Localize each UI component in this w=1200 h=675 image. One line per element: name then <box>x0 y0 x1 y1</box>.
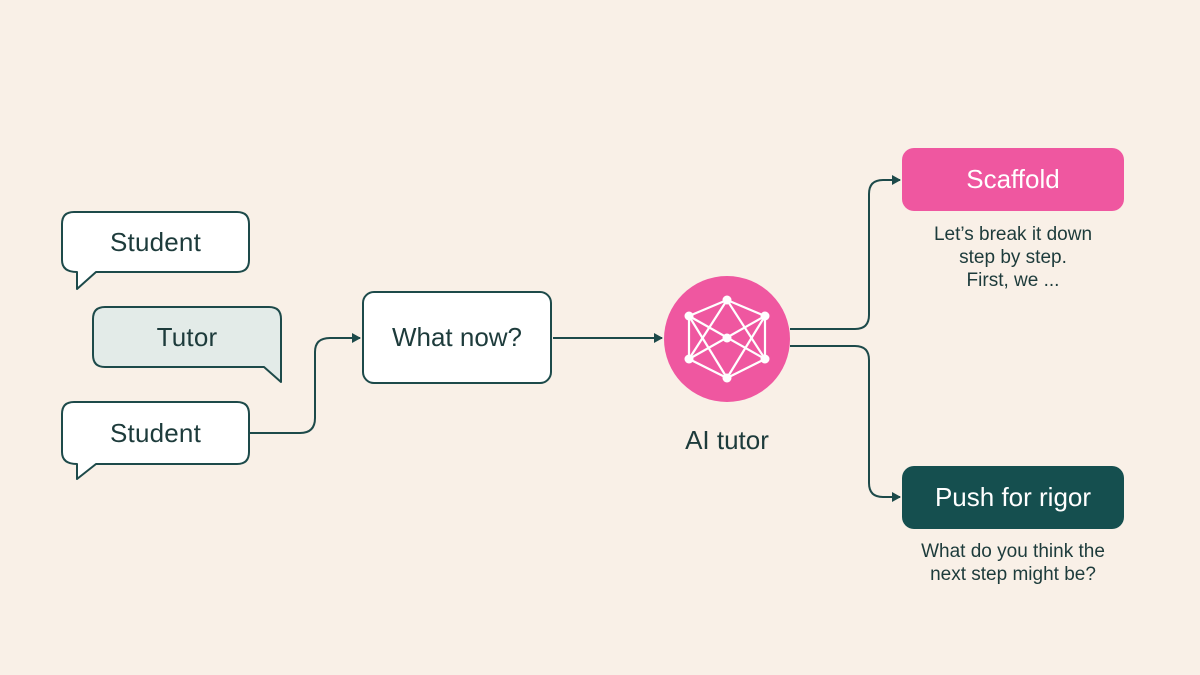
student-bubble-2: Student <box>109 417 202 448</box>
scaffold-caption: Let’s break it down step by step. First,… <box>883 223 1143 292</box>
rigor-caption: What do you think the next step might be… <box>883 540 1143 586</box>
rigor-caption-line: What do you think the <box>921 541 1105 562</box>
tutor-bubble-shape <box>92 306 282 383</box>
scaffold-caption-line: First, we ... <box>966 270 1060 291</box>
rigor-caption-line: next step might be? <box>930 564 1096 585</box>
connector-student-to-query <box>250 333 361 434</box>
push-for-rigor-box: Push for rigor <box>902 466 1124 529</box>
connector-ai-to-rigor <box>790 345 901 502</box>
student-bubble-1: Student <box>109 226 202 257</box>
student-bubble-2-shape <box>61 401 250 480</box>
connector-ai-to-scaffold <box>790 175 901 330</box>
scaffold-caption-line: step by step. <box>959 247 1067 268</box>
scaffold-caption-line: Let’s break it down <box>933 224 1093 245</box>
ai-tutor-label: AI tutor <box>685 425 769 455</box>
neural-network-icon <box>684 295 770 383</box>
scaffold-box: Scaffold <box>902 148 1124 211</box>
what-now-box: What now? <box>362 291 552 384</box>
tutor-bubble: Tutor <box>156 321 218 352</box>
student-bubble-1-shape <box>61 211 250 290</box>
ai-tutor-node <box>664 276 790 402</box>
